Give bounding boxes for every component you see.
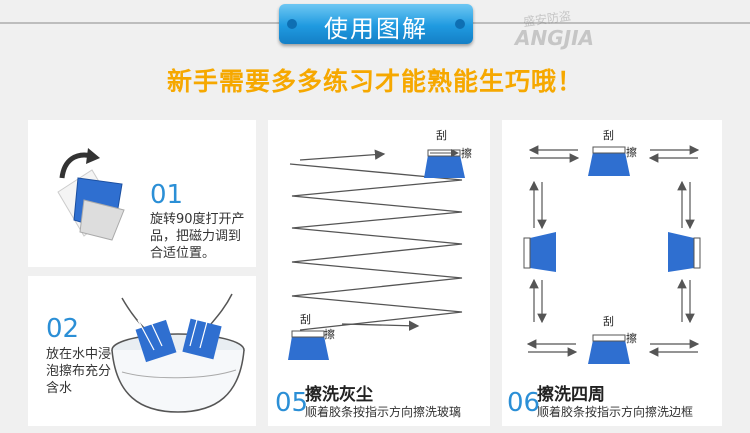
cleaner-tool-05-top: [424, 149, 465, 178]
label-wipe-06-bottom: 擦: [626, 332, 637, 345]
step-02-number: 02: [46, 314, 80, 344]
tab-dot-right: [455, 19, 465, 29]
step-06-subtitle: 顺着胶条按指示方向擦洗边框: [537, 405, 694, 419]
cleaner-tool-05-bottom: [288, 330, 329, 360]
hands-cloth-icon: [121, 293, 233, 363]
step-01-text: 旋转90度打开产 品，把磁力调到 合适位置。: [150, 211, 245, 262]
cleaner-tool-06-right: [668, 232, 701, 272]
header-line-right: [473, 22, 750, 24]
page-title: 使用图解: [324, 15, 428, 43]
bowl-soak-icon: [111, 333, 245, 413]
slogan: 新手需要多多练习才能熟能生巧哦！: [166, 67, 583, 96]
step-05-subtitle: 顺着胶条按指示方向擦洗玻璃: [305, 405, 462, 419]
watermark-en: ANGJIA: [515, 26, 594, 50]
window-cleaner-open-icon: [57, 169, 125, 241]
label-wipe-06-top: 擦: [626, 146, 637, 159]
label-scrape-05-top: 刮: [436, 129, 447, 142]
step-02-line-2: 泡擦布充分: [46, 364, 112, 379]
step-02-text: 放在水中浸 泡擦布充分 含水: [46, 346, 111, 397]
cleaner-tool-06-left: [523, 232, 556, 272]
perimeter-arrows: [526, 145, 700, 357]
step-05-title: 擦洗灰尘: [305, 385, 373, 405]
step-01-line-2: 品，把磁力调到: [150, 229, 242, 244]
zigzag-path: [289, 149, 463, 331]
label-scrape-06-top: 刮: [603, 129, 614, 142]
title-tab: 使用图解: [279, 4, 473, 44]
label-scrape-05-bottom: 刮: [300, 313, 311, 326]
step-01-line-3: 合适位置。: [150, 246, 216, 261]
label-wipe-05-top: 擦: [461, 147, 472, 160]
cleaner-tool-06-bottom: [588, 334, 630, 364]
step-06-title: 擦洗四周: [537, 385, 605, 405]
step-02-line-1: 放在水中浸: [46, 347, 112, 362]
step-06-number: 06: [507, 388, 541, 418]
step-01-number: 01: [150, 180, 184, 210]
step-05-number: 05: [275, 388, 309, 418]
step-02-line-3: 含水: [46, 381, 73, 396]
cleaner-tool-06-top: [588, 146, 630, 176]
header-line-left: [0, 22, 279, 24]
rotate-arrow-icon: [59, 148, 100, 179]
label-scrape-06-bottom: 刮: [603, 315, 614, 328]
tab-dot-left: [287, 19, 297, 29]
step-01-line-1: 旋转90度打开产: [150, 212, 245, 227]
label-wipe-05-bottom: 擦: [324, 328, 335, 341]
